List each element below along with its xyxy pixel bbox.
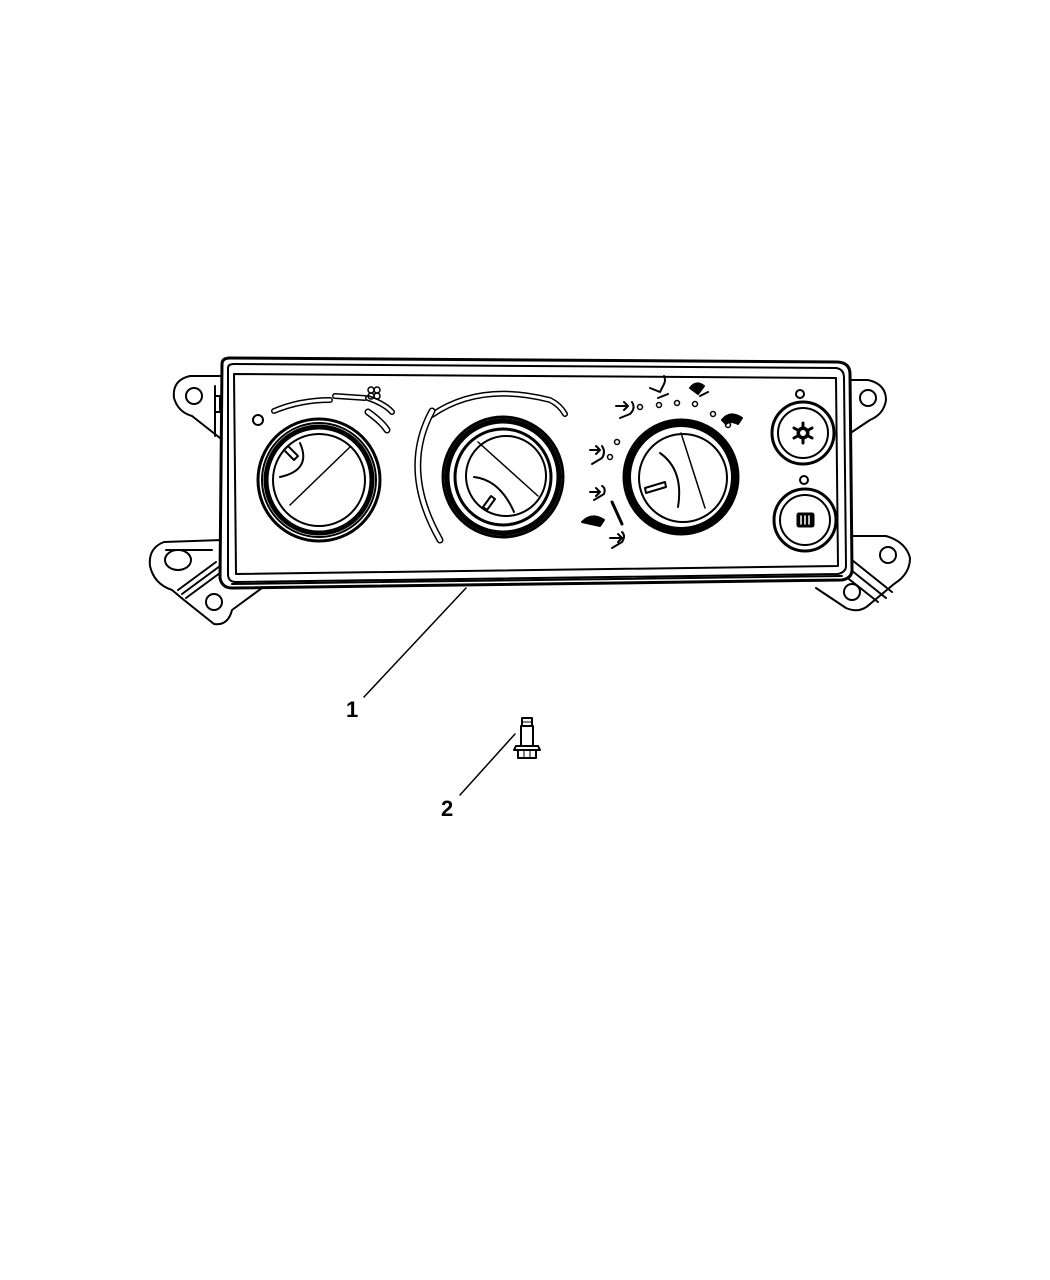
- rear-defrost-icon: [796, 512, 815, 528]
- rear-defrost-button: [772, 475, 838, 553]
- screw: [513, 717, 541, 759]
- windshield-defrost-icon: [721, 413, 743, 425]
- mix-icon: [581, 515, 605, 527]
- leader-line-2: [459, 733, 516, 796]
- ac-snowflake-icon: [792, 421, 814, 445]
- mounting-bracket-top-right: [847, 379, 887, 433]
- callout-1: 1: [346, 697, 359, 722]
- panel-vent-left-icon: [589, 445, 605, 465]
- blower-knob: [252, 386, 395, 543]
- mode-icons: [581, 375, 743, 549]
- floor-defrost-icon: [689, 382, 709, 397]
- panel-vent-icon: [615, 401, 635, 419]
- callout-2: 2: [441, 796, 454, 821]
- mode-knob: [581, 375, 743, 549]
- blower-off-indicator: [252, 414, 264, 426]
- fan-icon: [367, 386, 381, 400]
- bi-level-icon: [649, 375, 669, 399]
- ac-button: [770, 389, 836, 466]
- mounting-bracket-top-left: [172, 375, 223, 439]
- temperature-knob: [414, 390, 568, 544]
- control-panel-housing: [218, 356, 854, 590]
- floor-icon: [589, 485, 606, 501]
- floor-low-icon: [609, 531, 625, 549]
- leader-line-1: [363, 587, 467, 698]
